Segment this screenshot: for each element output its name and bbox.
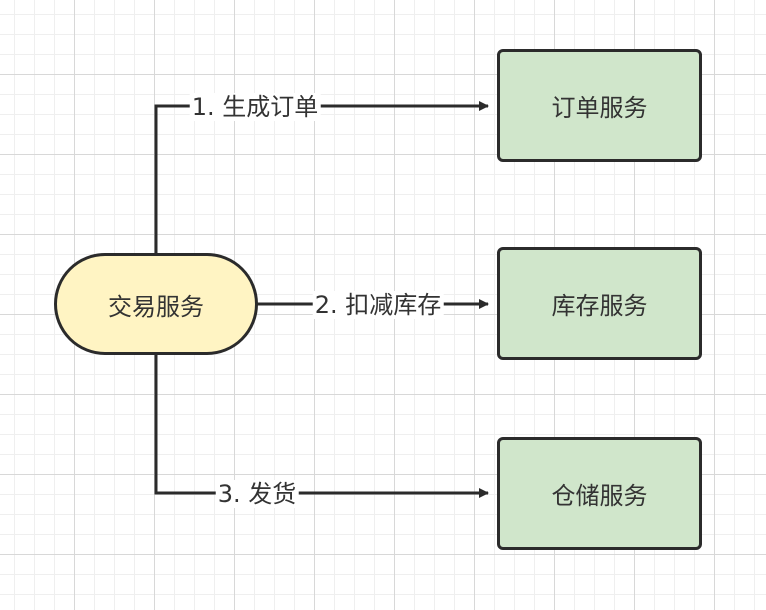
inventory-service-node[interactable]: 库存服务: [497, 247, 702, 360]
trade-service-node[interactable]: 交易服务: [54, 253, 258, 355]
edge-ship-line: [154, 354, 489, 498]
edge-create-order-line: [154, 101, 489, 253]
edge-create-order-label: 1. 生成订单: [189, 93, 321, 121]
warehouse-service-node[interactable]: 仓储服务: [497, 437, 702, 550]
order-service-node[interactable]: 订单服务: [497, 49, 702, 162]
edge-deduct-stock-label: 2. 扣减库存: [312, 291, 444, 319]
edge-ship-label: 3. 发货: [215, 480, 299, 508]
